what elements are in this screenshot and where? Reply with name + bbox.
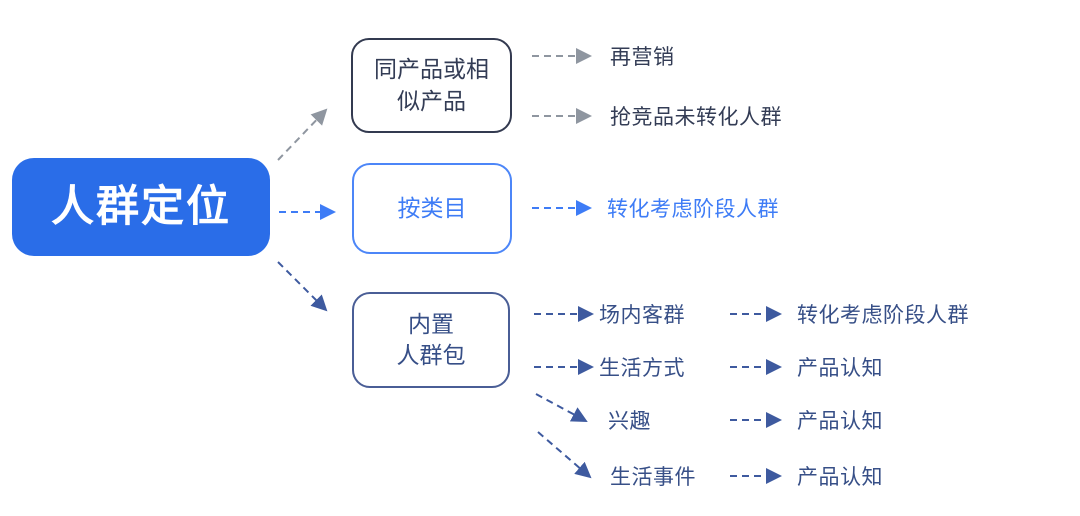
leaf-onsite-audience: 场内客群	[599, 304, 685, 327]
leaf-conversion-consideration-blue: 转化考虑阶段人群	[607, 198, 779, 221]
root-node-audience-targeting: 人群定位	[12, 158, 270, 256]
leaf-life-event: 生活事件	[610, 466, 696, 489]
leaf-lifestyle: 生活方式	[599, 357, 685, 380]
branch-node-similar-product: 同产品或相 似产品	[351, 38, 512, 133]
edge-pack-to-interest	[535, 393, 588, 422]
edge-root-to-similar-product	[277, 108, 328, 161]
branch-node-by-category: 按类目	[352, 163, 512, 254]
edge-pack-to-life-event	[537, 431, 592, 479]
leaf-product-awareness-1: 产品认知	[797, 357, 883, 380]
edge-root-to-builtin-pack	[277, 261, 328, 312]
branch-node-builtin-audience-pack: 内置 人群包	[352, 292, 510, 388]
leaf-remarketing: 再营销	[610, 46, 675, 69]
leaf-product-awareness-2: 产品认知	[797, 410, 883, 433]
leaf-interest: 兴趣	[608, 410, 651, 433]
leaf-conversion-consideration-navy: 转化考虑阶段人群	[797, 304, 969, 327]
leaf-competitor-unconverted: 抢竞品未转化人群	[610, 106, 782, 129]
leaf-product-awareness-3: 产品认知	[797, 466, 883, 489]
